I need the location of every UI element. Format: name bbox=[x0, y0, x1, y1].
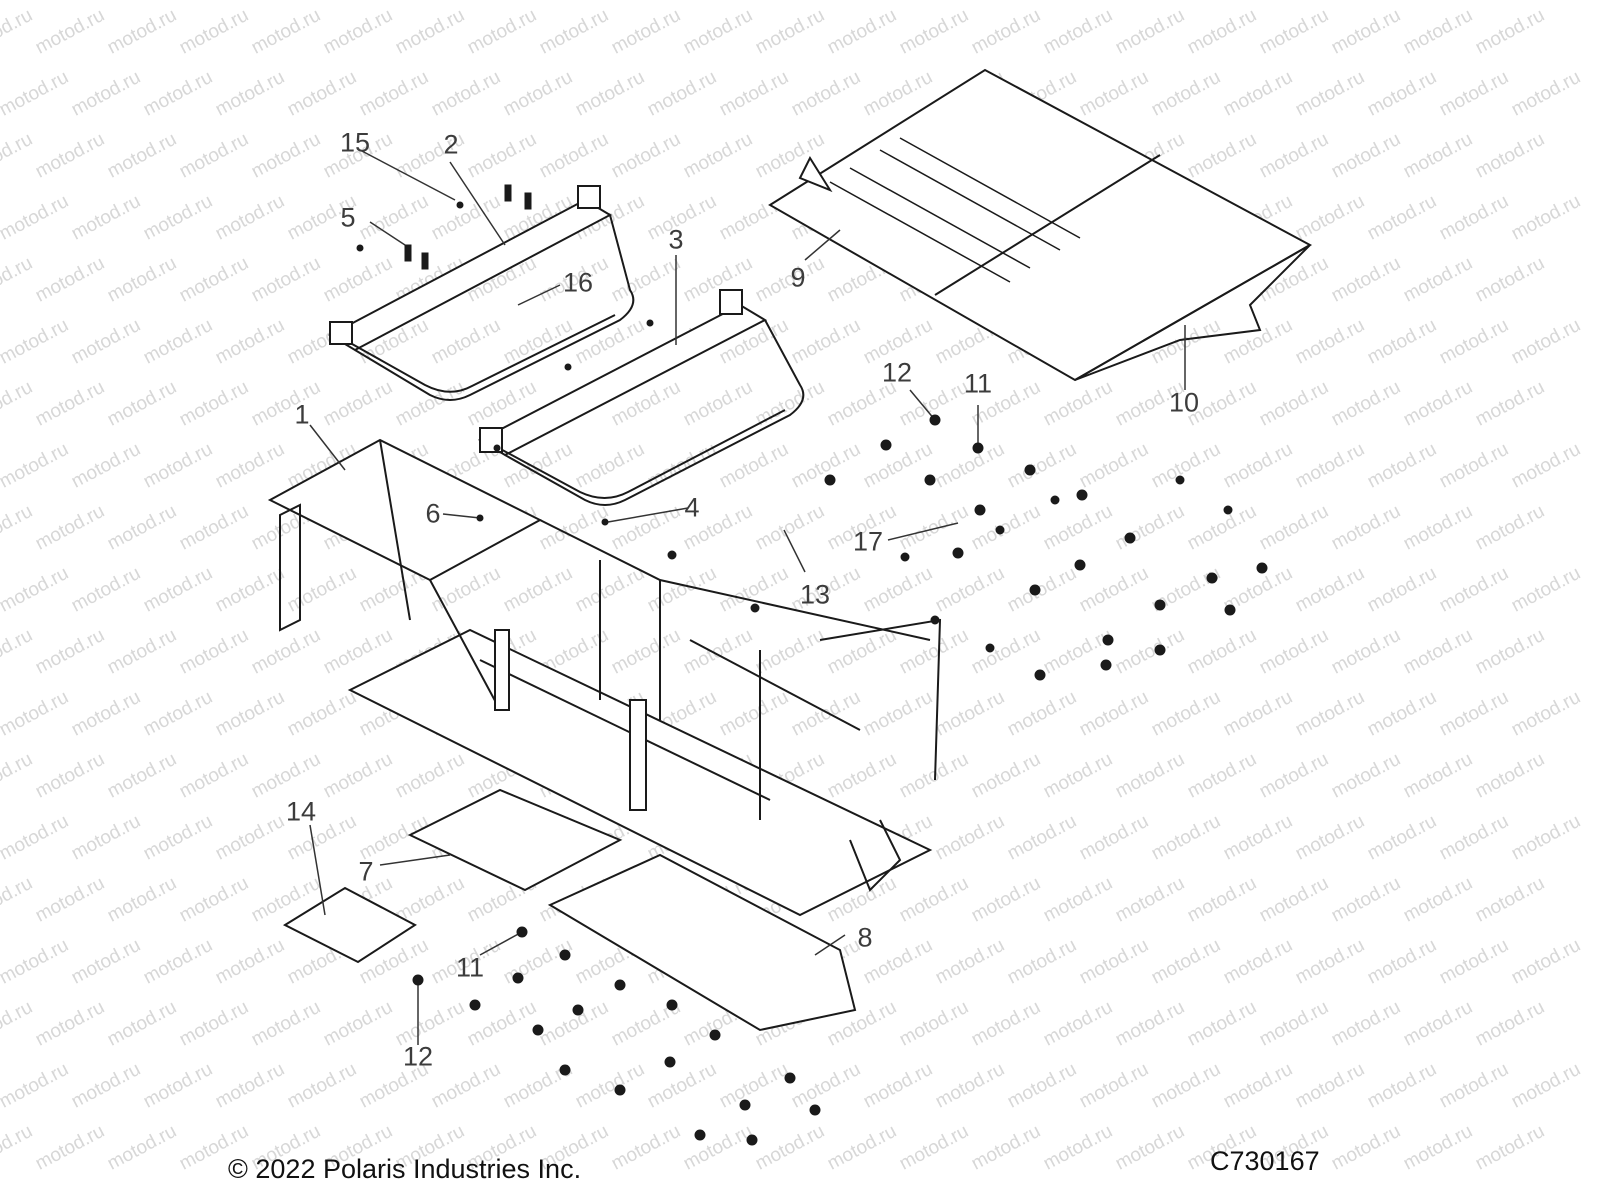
callout-8: 8 bbox=[857, 922, 873, 953]
callout-12-upper: 12 bbox=[881, 357, 913, 388]
callout-12-lower: 12 bbox=[402, 1041, 434, 1072]
fasteners bbox=[356, 184, 1268, 1146]
callout-11-upper: 11 bbox=[963, 368, 993, 399]
seat-support-rear bbox=[477, 289, 805, 506]
callout-5: 5 bbox=[340, 202, 356, 233]
callout-10: 10 bbox=[1168, 387, 1200, 418]
main-frame bbox=[267, 438, 942, 917]
skid-plate-rear bbox=[547, 853, 857, 1032]
callout-1: 1 bbox=[294, 399, 310, 430]
callout-14: 14 bbox=[285, 796, 317, 827]
callout-11-lower: 11 bbox=[455, 952, 485, 983]
callout-7: 7 bbox=[358, 856, 374, 887]
callout-9: 9 bbox=[790, 262, 806, 293]
seat-support-front bbox=[327, 185, 635, 401]
callout-6: 6 bbox=[425, 498, 441, 529]
callout-4: 4 bbox=[684, 492, 700, 523]
copyright-text: © 2022 Polaris Industries Inc. bbox=[228, 1154, 582, 1184]
callout-17: 17 bbox=[852, 526, 884, 557]
leader-lines bbox=[309, 149, 1186, 1045]
callout-16: 16 bbox=[562, 267, 594, 298]
floor-panel bbox=[768, 68, 1313, 382]
callout-13: 13 bbox=[799, 579, 831, 610]
access-panel bbox=[282, 886, 417, 964]
callout-2: 2 bbox=[443, 129, 459, 160]
callout-15: 15 bbox=[339, 127, 371, 158]
skid-plate-front bbox=[407, 788, 623, 892]
diagram-code: C730167 bbox=[1210, 1146, 1320, 1176]
callout-3: 3 bbox=[668, 224, 684, 255]
